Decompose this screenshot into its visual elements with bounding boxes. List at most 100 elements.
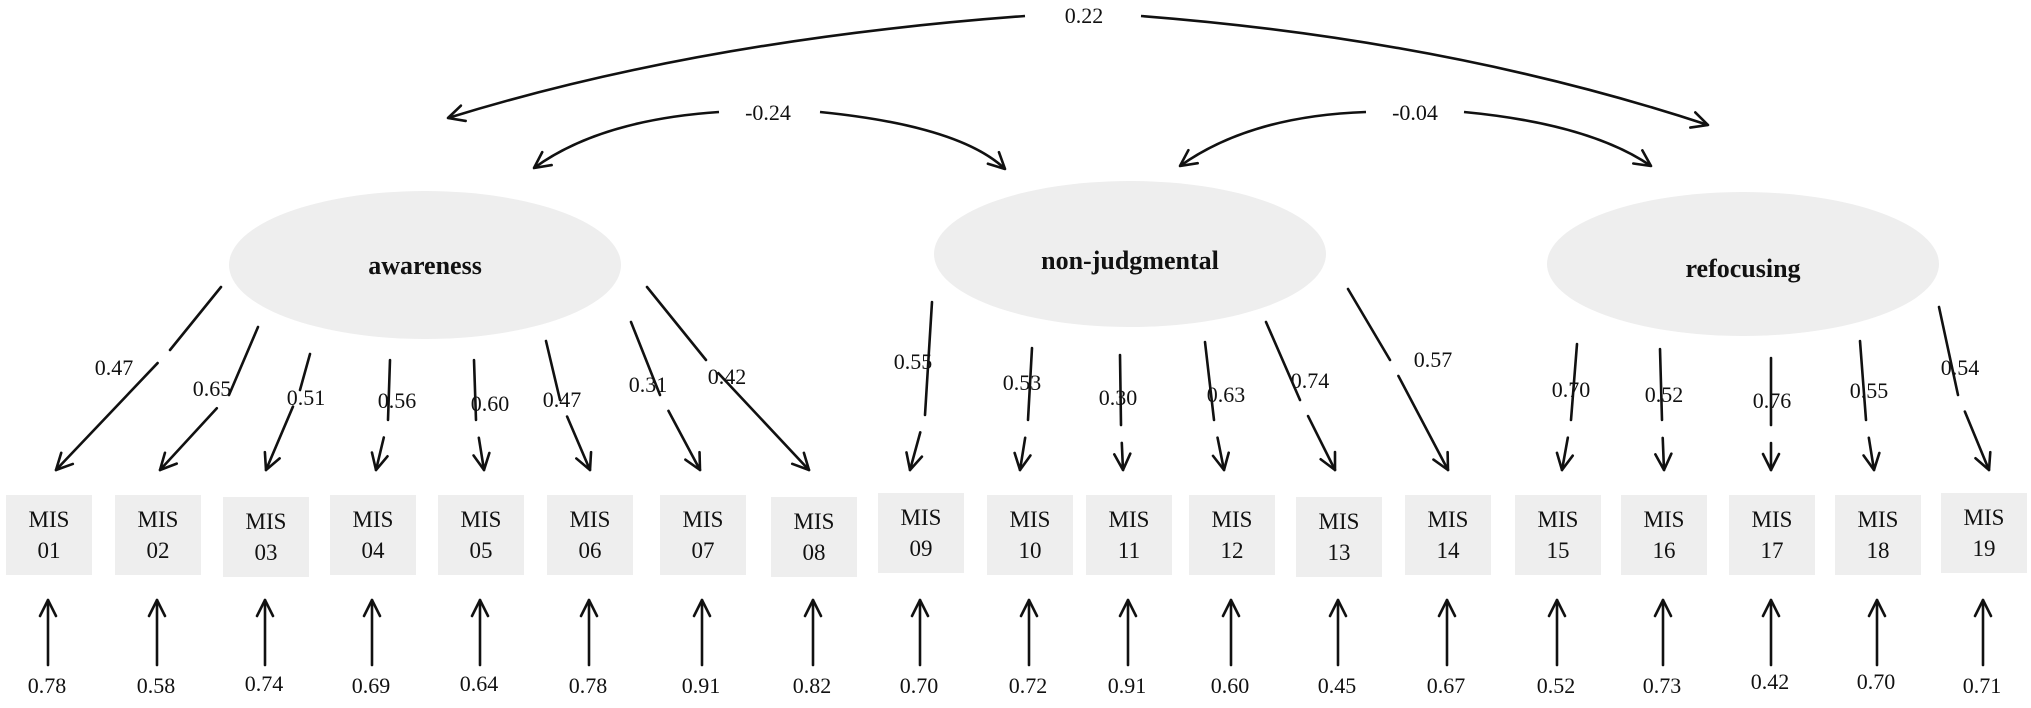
loading-arrow (1963, 410, 1992, 472)
loading-line (923, 300, 934, 417)
indicator-label-number: 15 (1547, 538, 1570, 563)
indicator-label-number: 03 (255, 540, 278, 565)
loading-line (1569, 342, 1579, 422)
loading-label: 0.57 (1414, 347, 1453, 372)
loading-arrow (667, 409, 702, 472)
indicator-label-number: 01 (38, 538, 61, 563)
error-label: 0.78 (28, 673, 67, 698)
loading-line (386, 358, 392, 422)
loading-arrow (370, 436, 389, 472)
indicator-box (987, 495, 1073, 575)
loading-label: 0.55 (894, 349, 933, 374)
factor-ellipse-awareness (229, 191, 621, 339)
error-label: 0.74 (245, 671, 284, 696)
indicator-label-number: 05 (470, 538, 493, 563)
loading-arrow (565, 415, 593, 472)
loading-line (472, 358, 478, 422)
indicator-label-number: 19 (1973, 536, 1996, 561)
loading-line (1118, 353, 1123, 427)
loading-label: 0.60 (471, 391, 510, 416)
error-label: 0.71 (1963, 673, 2002, 698)
loading-label: 0.52 (1645, 382, 1684, 407)
loading-arrow (1397, 374, 1450, 472)
error-label: 0.91 (1108, 673, 1147, 698)
loading-label: 0.31 (629, 372, 668, 397)
error-label: 0.60 (1211, 673, 1250, 698)
indicator-label-prefix: MIS (461, 507, 502, 532)
indicator-box (1729, 495, 1815, 575)
indicator-label-prefix: MIS (794, 509, 835, 534)
factor-ellipse-non-judgmental (934, 181, 1326, 327)
indicator-box (115, 495, 201, 575)
indicator-box (1515, 495, 1601, 575)
loading-line (1937, 305, 1960, 397)
loading-arrow (905, 431, 924, 472)
loading-line (298, 352, 312, 392)
error-label: 0.72 (1009, 673, 1048, 698)
indicator-box (6, 495, 92, 575)
loading-arrow (1862, 436, 1881, 472)
error-label: 0.52 (1537, 673, 1576, 698)
indicator-label-prefix: MIS (1010, 507, 1051, 532)
loading-arrow (472, 436, 491, 472)
loading-arrow (1013, 436, 1032, 472)
factor-layer: awareness non-judgmental refocusing (229, 181, 1939, 339)
error-label: 0.70 (1857, 669, 1896, 694)
loading-arrow (1654, 436, 1673, 472)
loading-label: 0.53 (1003, 370, 1042, 395)
indicator-box (438, 495, 524, 575)
indicator-label-prefix: MIS (138, 507, 179, 532)
indicator-label-number: 02 (147, 538, 170, 563)
indicator-label-prefix: MIS (353, 507, 394, 532)
loading-line (1203, 340, 1216, 422)
loading-label: 0.74 (1291, 368, 1330, 393)
correlation-arc-awareness-non-judgmental-left (532, 110, 720, 170)
item-group: MIS 10 0.53 0.72 (987, 346, 1073, 698)
factor-label-awareness: awareness (368, 251, 482, 280)
indicator-label-prefix: MIS (1964, 505, 2005, 530)
indicator-label-number: 17 (1761, 538, 1784, 563)
correlation-layer: 0.22-0.24-0.04 (446, 3, 1710, 171)
indicator-box (1405, 495, 1491, 575)
loading-line (227, 325, 260, 397)
loading-line (168, 285, 223, 352)
indicator-label-prefix: MIS (246, 509, 287, 534)
indicator-box (878, 493, 964, 573)
indicator-box (1189, 495, 1275, 575)
loading-line (1026, 346, 1034, 422)
loading-line (544, 339, 562, 402)
indicator-box (330, 495, 416, 575)
loading-label: 0.70 (1552, 377, 1591, 402)
loading-arrow (1211, 436, 1231, 472)
loading-line (1264, 320, 1302, 402)
item-layer: MIS010.470.78MIS020.650.58MIS030.510.74M… (6, 285, 2027, 698)
loading-arrow (1112, 441, 1132, 472)
correlation-arc-awareness-refocusing-left (446, 14, 1026, 123)
indicator-label-number: 09 (910, 536, 933, 561)
indicator-box (547, 495, 633, 575)
item-group: MIS 03 0.51 0.74 (223, 352, 326, 696)
error-label: 0.69 (352, 673, 391, 698)
indicator-label-prefix: MIS (1858, 507, 1899, 532)
indicator-box (1621, 495, 1707, 575)
loading-arrow (1555, 436, 1575, 472)
loading-label: 0.51 (287, 385, 326, 410)
indicator-label-number: 10 (1019, 538, 1042, 563)
correlation-label-awareness-non-judgmental: -0.24 (745, 100, 791, 125)
indicator-label-prefix: MIS (1428, 507, 1469, 532)
